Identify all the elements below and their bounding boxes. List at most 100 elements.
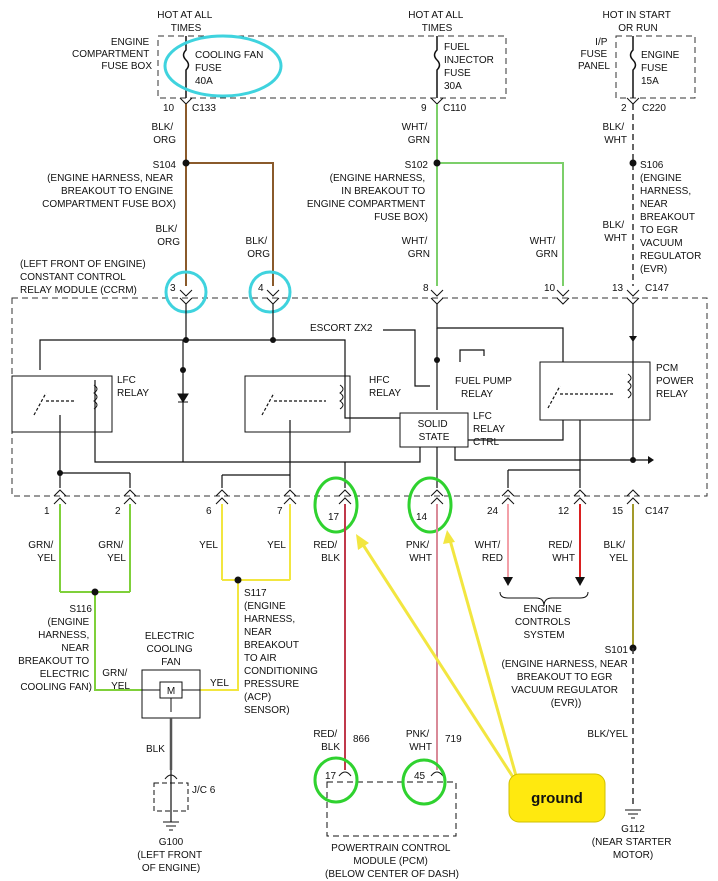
s101-label: S101	[605, 645, 629, 656]
pin-12-chevron-icon	[573, 489, 587, 505]
s104-splice	[182, 159, 190, 167]
s116-description: (ENGINE HARNESS, NEAR BREAKOUT TO ELECTR…	[18, 617, 92, 693]
jc6-label: J/C 6	[192, 785, 216, 796]
pcm-relay-diode-icon	[629, 336, 637, 342]
yel-label-b: YEL	[267, 540, 286, 551]
ground-callout-arrows	[356, 530, 522, 791]
s116-splice	[91, 588, 99, 596]
ccrm-bottom-pin-17: 17	[328, 512, 340, 523]
wht-grn-branch-wire	[437, 162, 564, 286]
junction-dot-5	[434, 357, 440, 363]
hfc-relay-box	[244, 375, 351, 433]
grn-yel-label-a: GRN/ YEL	[28, 540, 56, 564]
cooling-fan-fuse-label: COOLING FAN FUSE 40A	[195, 50, 266, 87]
ground-callout-box	[508, 773, 606, 823]
junction-dot-1	[183, 337, 189, 343]
pin-7-chevron-icon	[283, 489, 297, 505]
yel-label-a: YEL	[199, 540, 218, 551]
pin-13-chevron-icon	[626, 289, 640, 305]
pin-14-chevron-icon	[430, 489, 444, 505]
s116-label: S116	[69, 604, 92, 615]
ccrm-location-label: (LEFT FRONT OF ENGINE) CONSTANT CONTROL …	[20, 259, 149, 296]
ccrm-top-pin-10: 10	[544, 283, 556, 294]
blk-wht-top-label: BLK/ WHT	[603, 122, 627, 146]
s106-splice	[629, 159, 637, 167]
c110-connector-label: C110	[443, 103, 467, 114]
ccrm-bottom-pin-2: 2	[115, 506, 121, 517]
s102-splice	[433, 159, 441, 167]
pin-1-chevron-icon	[53, 489, 67, 505]
pcm-pin-45-highlight	[401, 758, 447, 806]
s117-splice	[234, 576, 242, 584]
pcm-label: POWERTRAIN CONTROL MODULE (PCM) (BELOW C…	[325, 843, 459, 880]
power-section: HOT AT ALL TIMES HOT AT ALL TIMES HOT IN…	[72, 10, 696, 114]
fuel-pump-relay-label: FUEL PUMP RELAY	[455, 376, 514, 400]
electric-cooling-fan-label: ELECTRIC COOLING FAN	[145, 631, 197, 668]
lfc-relay-box	[11, 375, 113, 433]
junction-dot-2	[270, 337, 276, 343]
grn-yel-fan-label: GRN/ YEL	[102, 668, 130, 692]
ccrm-bottom-pin-12: 12	[558, 506, 570, 517]
pcm-power-relay-label: PCM POWER RELAY	[656, 363, 697, 400]
fuel-injector-fuse-label: FUEL INJECTOR FUSE 30A	[444, 42, 497, 92]
c220-pin: 2	[621, 103, 627, 114]
hot-in-start-label: HOT IN START OR RUN	[603, 10, 674, 34]
s106-description: (ENGINE HARNESS, NEAR BREAKOUT TO EGR VA…	[640, 173, 704, 275]
g100-description: (LEFT FRONT OF ENGINE)	[137, 850, 204, 874]
solid-state-box	[399, 412, 469, 448]
g112-label: G112	[621, 824, 645, 835]
g100-label: G100	[159, 837, 184, 848]
lower-section: GRN/ YEL GRN/ YEL YEL YEL RED/ BLK PNK/ …	[18, 504, 671, 880]
blk-yel-label: BLK/ YEL	[604, 540, 629, 564]
c133-connector-label: C133	[192, 103, 216, 114]
ip-fuse-panel-outline	[615, 35, 696, 99]
c220-connector-icon	[626, 97, 640, 105]
pin-24-chevron-icon	[501, 489, 515, 505]
motor-symbol-label: M	[167, 686, 175, 697]
pcm-relay-switch-icon	[547, 385, 615, 409]
callout-arrow-head-2-icon	[443, 530, 455, 544]
solid-state-label: SOLID STATE	[418, 419, 451, 443]
callout-arrow-head-1-icon	[356, 534, 369, 550]
lfc-relay-ctrl-label: LFC RELAY CTRL	[473, 411, 508, 448]
feed-wires: BLK/ ORG WHT/ GRN BLK/ WHT S104 (ENGINE …	[20, 104, 704, 296]
circuit-866-label: 866	[353, 734, 370, 745]
pin-10-chevron-icon	[556, 289, 570, 305]
engine-controls-bracket-icon	[499, 591, 589, 607]
s102-description: (ENGINE HARNESS, IN BREAKOUT TO ENGINE C…	[307, 173, 428, 223]
junction-dot-4	[57, 470, 63, 476]
pin-2-chevron-icon	[123, 489, 137, 505]
pcm-pin-17: 17	[325, 771, 337, 782]
pin-14-highlight	[407, 476, 453, 534]
c133-connector-icon	[179, 97, 193, 105]
ccrm-bottom-pin-14: 14	[416, 512, 428, 523]
cooling-fan-fuse-highlight	[163, 34, 283, 98]
escort-zx2-label: ESCORT ZX2	[310, 323, 373, 334]
engine-fuse-icon	[629, 36, 637, 98]
engine-controls-label: ENGINE CONTROLS SYSTEM	[515, 604, 573, 641]
junction-dot-6	[630, 457, 636, 463]
diode-icon	[177, 393, 189, 403]
ccrm-outline	[11, 297, 708, 497]
ccrm-bottom-pin-1: 1	[44, 506, 50, 517]
ccrm-bottom-connector-label: C147	[645, 506, 669, 517]
wht-grn-label-a: WHT/ GRN	[402, 236, 430, 260]
blk-org-branch-wire	[186, 162, 274, 286]
pin-4-highlight	[248, 270, 292, 314]
blk-org-label-a: BLK/ ORG	[156, 224, 181, 248]
pcm-power-relay-box	[539, 361, 651, 421]
lfc-relay-coil-icon	[93, 384, 98, 410]
blk-wire-label: BLK	[146, 744, 165, 755]
lfc-relay-switch-icon	[33, 392, 76, 416]
pin-4-chevron-icon	[266, 289, 280, 305]
wht-red-label: WHT/ RED	[475, 540, 503, 564]
c220-connector-label: C220	[642, 103, 666, 114]
pin-17-chevron-icon	[338, 489, 352, 505]
pin-17-highlight	[313, 476, 359, 534]
wht-grn-top-label: WHT/ GRN	[402, 122, 430, 146]
c110-connector-icon	[430, 97, 444, 105]
pin-8-chevron-icon	[430, 289, 444, 305]
engine-compartment-fuse-box-label: ENGINE COMPARTMENT FUSE BOX	[72, 37, 152, 72]
